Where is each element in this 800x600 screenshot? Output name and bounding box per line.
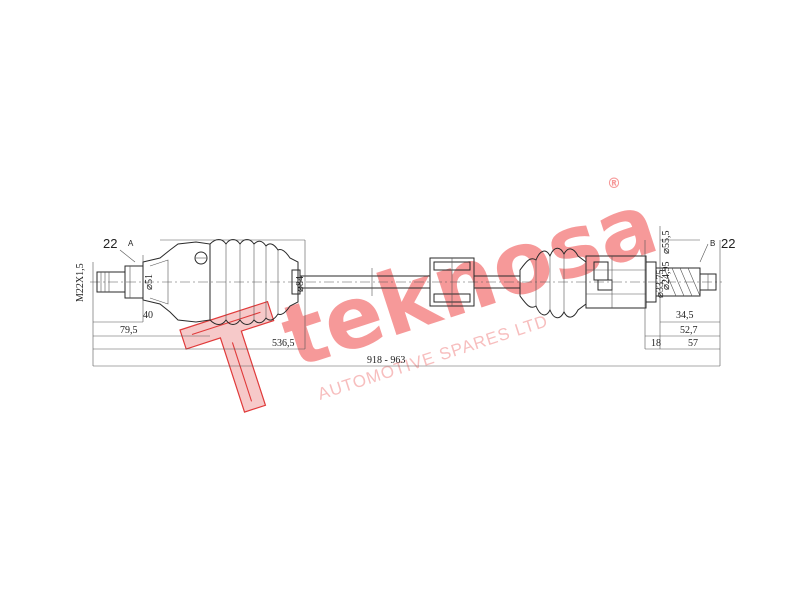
dimension-34-5: 34,5 — [676, 310, 694, 321]
splined-stub — [655, 267, 717, 297]
dimension-52-7: 52,7 — [680, 325, 698, 336]
diameter-small: ⌀33,75 — [655, 269, 666, 298]
vibration-damper — [429, 257, 520, 307]
dimension-536-5: 536,5 — [272, 338, 295, 349]
dimension-lines — [93, 239, 720, 367]
diameter-51: ⌀51 — [144, 274, 155, 290]
watermark-registered: ® — [607, 176, 621, 192]
watermark-logo: teknosa ® AUTOMOTIVE SPARES LTD — [179, 174, 669, 413]
dimension-18: 18 — [651, 338, 661, 349]
dimension-57: 57 — [688, 338, 698, 349]
outer-boot — [209, 239, 301, 325]
dimension-40: 40 — [143, 310, 153, 321]
end-b-label: B — [710, 239, 715, 248]
diameter-55-5: ⌀55,5 — [661, 230, 672, 254]
dimension-total-length: 918 - 963 — [367, 355, 405, 366]
watermark-brand: teknosa — [271, 174, 669, 388]
end-a-label: A — [128, 239, 134, 248]
extension-lines — [92, 226, 721, 366]
end-a-spline-count: 22 — [103, 236, 117, 251]
dimension-79-5: 79,5 — [120, 325, 138, 336]
diameter-24-95: ⌀24,95 — [661, 261, 672, 290]
diameter-84: ⌀84 — [295, 276, 306, 292]
thread-spec: M22X1,5 — [75, 263, 86, 302]
teknosa-t-emblem — [179, 300, 275, 413]
end-b-spline-count: 22 — [721, 236, 735, 251]
axle-shaft — [300, 268, 430, 296]
